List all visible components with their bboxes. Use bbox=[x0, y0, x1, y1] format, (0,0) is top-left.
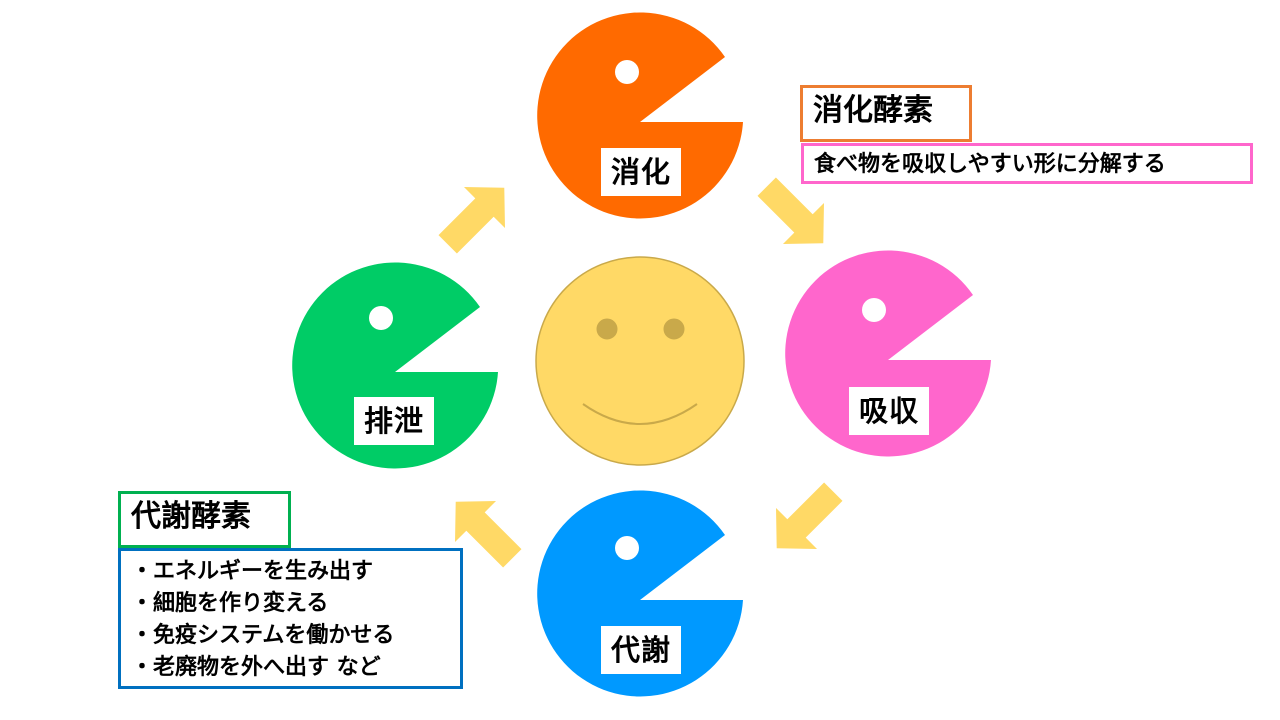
excretion-eye bbox=[369, 306, 393, 330]
metabolic-enzyme-item: ・エネルギーを生み出す bbox=[131, 559, 374, 584]
absorption-pacman-icon bbox=[785, 250, 991, 457]
metabolic-enzyme-title: 代謝酵素 bbox=[118, 491, 291, 548]
metabolic-enzyme-list: ・エネルギーを生み出す ・細胞を作り変える ・免疫システムを働かせる ・老廃物を… bbox=[118, 548, 463, 689]
metabolic-enzyme-item: ・細胞を作り変える bbox=[131, 591, 329, 616]
metabolism-label: 代謝 bbox=[601, 626, 682, 674]
metabolic-enzyme-item: ・老廃物を外へ出す など bbox=[131, 655, 381, 680]
metabolic-enzyme-item: ・免疫システムを働かせる bbox=[131, 623, 395, 648]
digestive-enzyme-description: 食べ物を吸収しやすい形に分解する bbox=[801, 143, 1253, 184]
arrow-digestion-to-absorption bbox=[757, 177, 824, 244]
arrow-absorption-to-metabolism bbox=[776, 482, 843, 549]
absorption-label: 吸収 bbox=[849, 387, 930, 435]
metabolism-eye bbox=[615, 536, 639, 560]
arrow-metabolism-to-excretion bbox=[455, 501, 522, 568]
smiley-face-icon bbox=[535, 256, 745, 466]
digestion-eye bbox=[615, 60, 639, 84]
digestion-label: 消化 bbox=[601, 148, 682, 196]
excretion-label: 排泄 bbox=[354, 397, 435, 445]
digestive-enzyme-title: 消化酵素 bbox=[800, 85, 972, 142]
absorption-eye bbox=[862, 298, 886, 322]
digestion-pacman-icon bbox=[537, 12, 743, 219]
metabolism-pacman-icon bbox=[537, 490, 743, 697]
excretion-pacman-icon bbox=[292, 262, 498, 469]
arrow-excretion-to-digestion bbox=[438, 187, 505, 254]
